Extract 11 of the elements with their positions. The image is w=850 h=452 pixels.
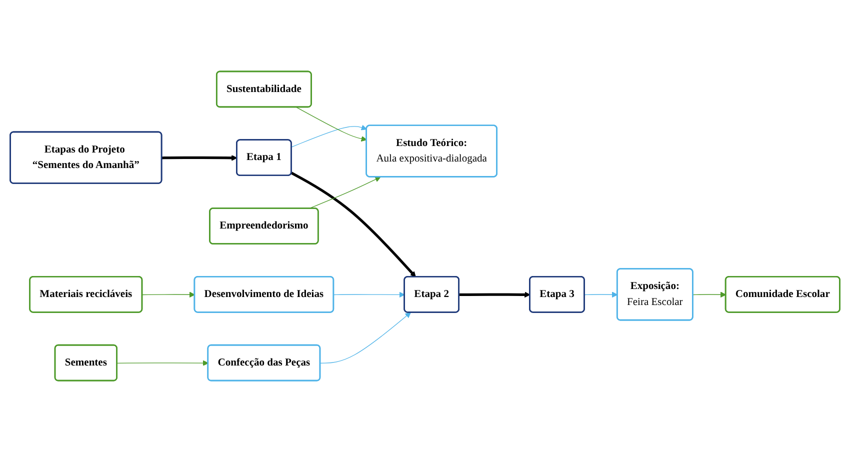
arrow <box>333 292 405 298</box>
arrow <box>692 292 726 298</box>
arrow <box>116 360 208 366</box>
arrow <box>296 106 367 142</box>
arrow <box>291 124 367 148</box>
arrow <box>459 292 530 298</box>
arrow <box>584 292 618 298</box>
arrow <box>162 155 238 161</box>
arrow <box>142 292 196 298</box>
arrow <box>290 172 416 278</box>
arrow <box>320 312 411 364</box>
